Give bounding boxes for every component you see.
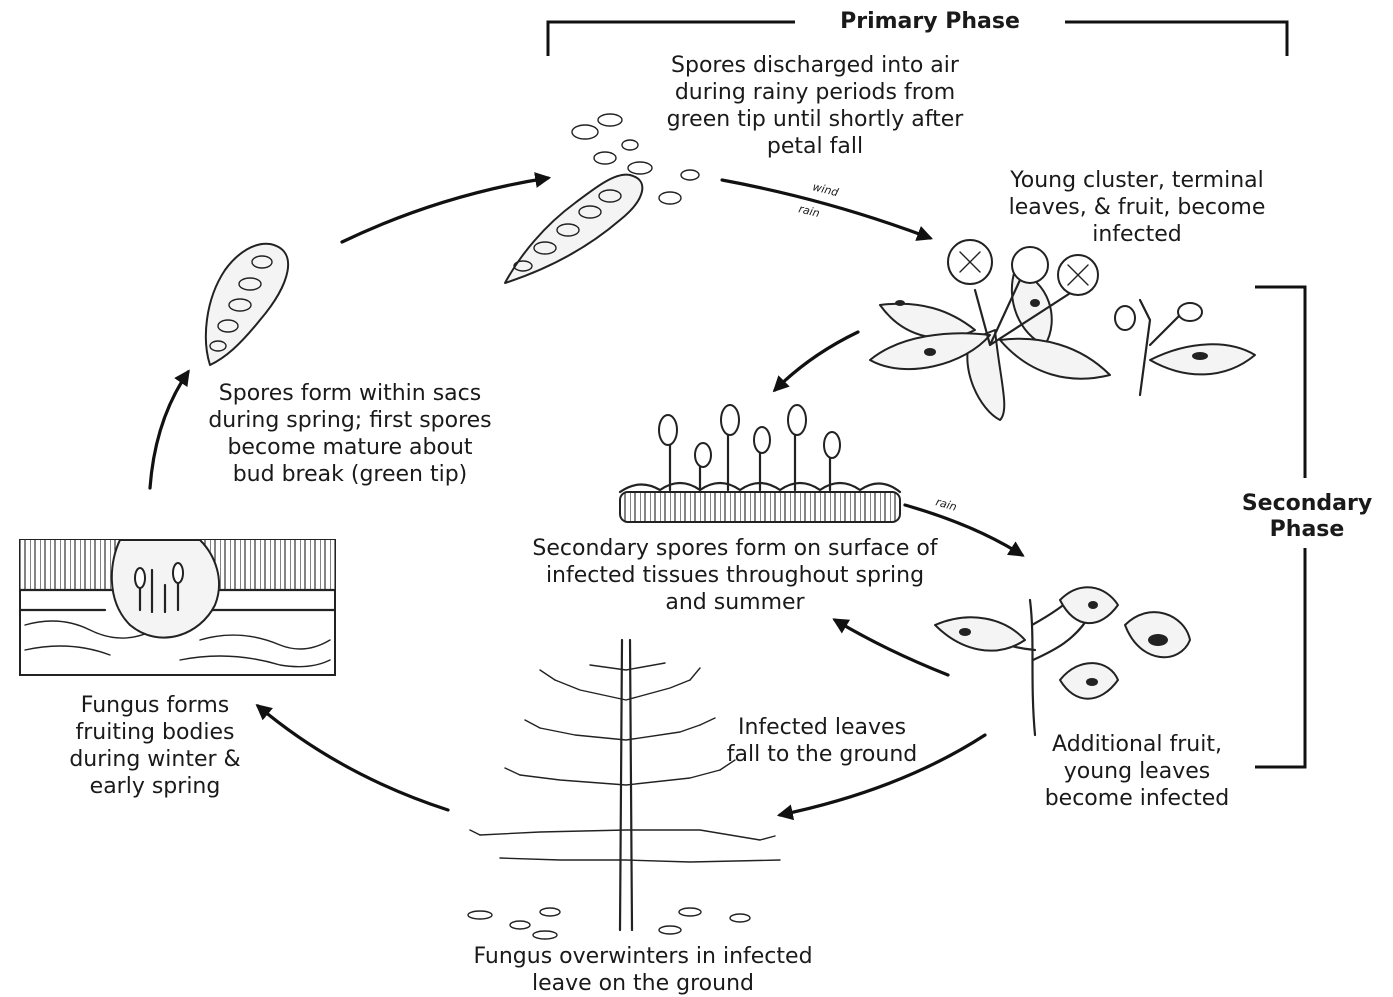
fruiting-bodies-line2: fruiting bodies	[76, 720, 235, 745]
fruiting-bodies-line3: during winter &	[69, 747, 240, 772]
additional-fruit-line3: become infected	[1045, 786, 1230, 811]
caption-additional-fruit: Additional fruit, young leaves become in…	[1045, 732, 1230, 811]
spore-sac-icon	[206, 244, 288, 365]
arrow-shoot-to-conidia	[835, 620, 948, 675]
rain-label-primary: rain	[797, 202, 821, 220]
caption-overwinters: Fungus overwinters in infected leave on …	[473, 944, 812, 996]
spores-form-line4: bud break (green tip)	[233, 462, 468, 487]
spores-discharged-line2: during rainy periods from	[675, 80, 955, 105]
spores-discharged-line4: petal fall	[767, 134, 863, 159]
young-cluster-line1: Young cluster, terminal	[1009, 168, 1264, 193]
secondary-phase-label-line1: Secondary	[1242, 491, 1372, 516]
caption-fruiting-bodies: Fungus forms fruiting bodies during wint…	[69, 693, 240, 799]
spores-discharged-line3: green tip until shortly after	[667, 107, 965, 132]
primary-phase-bracket: Primary Phase	[548, 9, 1287, 56]
spores-form-line1: Spores form within sacs	[219, 381, 481, 406]
infected-leaves-fall-line1: Infected leaves	[738, 715, 906, 740]
young-cluster-line3: infected	[1092, 222, 1182, 247]
overwinters-line2: leave on the ground	[532, 971, 754, 996]
secondary-spores-line1: Secondary spores form on surface of	[532, 536, 938, 561]
spores-form-line3: become mature about	[227, 435, 472, 460]
secondary-spores-line3: and summer	[665, 590, 805, 615]
bare-tree-icon	[468, 640, 780, 939]
wind-label: wind	[811, 180, 840, 199]
flower-cluster-icon	[870, 240, 1255, 420]
caption-spores-discharged: Spores discharged into air during rainy …	[667, 53, 965, 159]
arrow-sacs-to-discharge	[342, 178, 548, 242]
spores-form-line2: during spring; first spores	[208, 408, 491, 433]
conidia-icon	[620, 405, 900, 522]
secondary-phase-label-line2: Phase	[1270, 517, 1345, 542]
rain-label-secondary: rain	[934, 495, 958, 513]
caption-young-cluster: Young cluster, terminal leaves, & fruit,…	[1009, 168, 1266, 247]
overwinters-line1: Fungus overwinters in infected	[473, 944, 812, 969]
infected-leaves-fall-line2: fall to the ground	[727, 742, 917, 767]
primary-phase-label: Primary Phase	[840, 9, 1020, 34]
spores-discharged-line1: Spores discharged into air	[671, 53, 960, 78]
caption-secondary-spores: Secondary spores form on surface of infe…	[532, 536, 938, 615]
caption-spores-form: Spores form within sacs during spring; f…	[208, 381, 491, 487]
spore-discharge-icon	[505, 114, 699, 283]
caption-infected-leaves-fall: Infected leaves fall to the ground	[727, 715, 917, 767]
arrow-fruiting-to-sacs	[150, 372, 188, 488]
additional-fruit-line1: Additional fruit,	[1052, 732, 1222, 757]
additional-fruit-line2: young leaves	[1064, 759, 1210, 784]
pseudothecium-icon	[20, 540, 335, 675]
young-cluster-line2: leaves, & fruit, become	[1009, 195, 1266, 220]
secondary-phase-bracket: Secondary Phase	[1242, 287, 1372, 767]
fruiting-bodies-line1: Fungus forms	[81, 693, 229, 718]
infected-shoot-icon	[935, 587, 1190, 735]
fruiting-bodies-line4: early spring	[90, 774, 221, 799]
secondary-spores-line2: infected tissues throughout spring	[546, 563, 924, 588]
arrow-ground-to-fruiting	[258, 706, 448, 810]
arrow-cluster-to-conidia	[775, 332, 858, 390]
